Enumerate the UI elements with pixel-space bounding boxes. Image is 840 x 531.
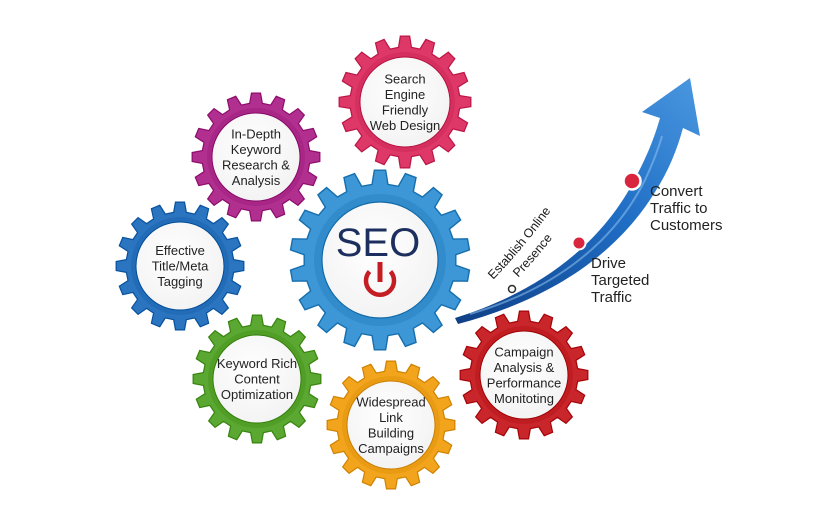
gear-campaign-analysis-line-3: Performance [487,375,561,390]
convert-traffic-line-3: Customers [650,217,723,234]
milestone-label-drive-traffic: Drive Targeted Traffic [591,255,654,306]
gear-search-engine-friendly-face [359,56,451,148]
gear-link-building-line-2: Link [379,410,403,425]
milestone-dot-convert-traffic [622,171,642,191]
growth-arrow: Establish Online Presence Drive Targeted… [455,78,723,324]
drive-traffic-line-2: Targeted [591,272,649,289]
growth-arrow-body [455,78,700,324]
seo-center-gear-face [321,201,439,319]
gear-title-meta-tagging-line-1: Effective [155,243,205,258]
gear-link-building-line-4: Campaigns [358,441,424,456]
seo-center-gear-body [289,169,471,351]
gear-campaign-analysis-face [479,330,569,420]
drive-traffic-line-1: Drive [591,255,626,272]
gear-keyword-research-line-4: Analysis [232,173,281,188]
gear-search-engine-friendly-line-1: Search [384,71,425,86]
seo-center-gear: SEO [289,169,471,351]
gear-keyword-research-line-1: In-Depth [231,126,281,141]
gear-content-optimization-face [212,334,302,424]
milestone-label-convert-traffic: Convert Traffic to Customers [650,183,723,234]
gear-link-building-line-3: Building [368,425,414,440]
gear-content-optimization-line-2: Content [234,372,280,387]
gear-search-engine-friendly-line-2: Engine [385,87,425,102]
gear-campaign-analysis-line-1: Campaign [494,344,553,359]
gear-title-meta-tagging-face [135,221,225,311]
gear-link-building-line-1: Widespread [356,394,425,409]
gear-link-building-face [346,380,436,470]
gear-content-optimization-line-1: Keyword Rich [217,356,297,371]
gear-content-optimization-line-3: Optimization [221,387,293,402]
gear-keyword-research-line-3: Research & [222,157,290,172]
gear-search-engine-friendly-line-4: Web Design [370,118,441,133]
milestone-dot-small [507,284,517,294]
gear-campaign-analysis-line-2: Analysis & [494,360,555,375]
drive-traffic-line-3: Traffic [591,289,632,306]
seo-title: SEO [336,221,420,265]
gear-title-meta-tagging-line-3: Tagging [157,274,203,289]
gear-campaign-analysis-line-4: Monitoting [494,391,554,406]
gear-search-engine-friendly-line-3: Friendly [382,102,429,117]
convert-traffic-line-2: Traffic to [650,200,708,217]
growth-arrow-highlight [469,135,663,315]
gear-title-meta-tagging-line-2: Title/Meta [152,259,209,274]
gear-keyword-research-line-2: Keyword [231,142,282,157]
power-icon [363,262,397,297]
convert-traffic-line-1: Convert [650,183,703,200]
gear-keyword-research-face [211,112,301,202]
milestone-dot-drive-traffic [571,235,587,251]
